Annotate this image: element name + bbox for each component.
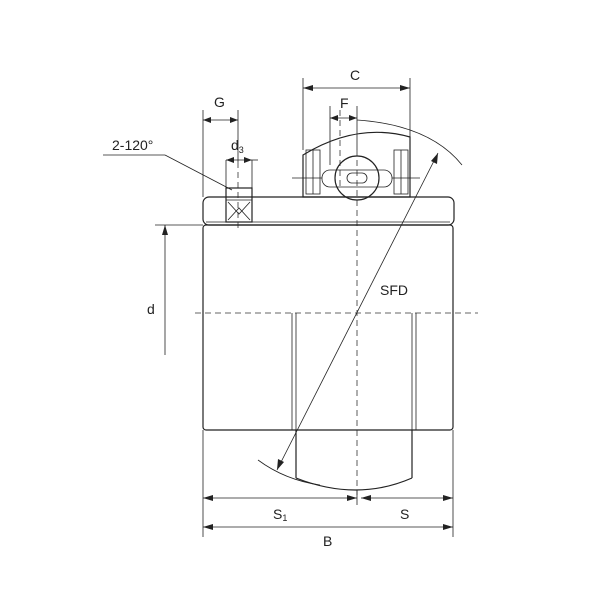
label-b: B	[323, 533, 332, 549]
set-screw	[225, 160, 253, 223]
outer-ring-crown	[302, 131, 411, 198]
set-screw-body	[225, 187, 253, 223]
dimension-g: G	[202, 94, 239, 197]
inner-ring-body	[202, 224, 454, 431]
center-lines	[195, 110, 478, 495]
label-set-screw: 2-120°	[112, 137, 153, 153]
sfd-arc-top	[356, 119, 463, 166]
label-f: F	[340, 95, 349, 111]
outer-band	[202, 196, 455, 226]
set-screw-point	[227, 201, 251, 215]
ball	[334, 155, 380, 201]
label-c: C	[350, 67, 360, 83]
outer-ring-band	[202, 196, 455, 226]
cage	[321, 169, 393, 188]
label-d3: d3	[231, 137, 244, 155]
set-screw-callout: 2-120°	[103, 137, 233, 191]
lube-groove	[346, 172, 368, 184]
outer-ring-section	[292, 131, 420, 201]
dimension-d: d	[147, 224, 203, 355]
set-screw-point-2	[227, 207, 251, 221]
dimension-sfd: SFD	[257, 119, 463, 486]
spherical-bottom-arc	[295, 477, 413, 491]
dimension-c: C	[302, 67, 411, 150]
dimension-bottom: S1 S B	[202, 430, 454, 549]
sfd-arc-bottom	[257, 459, 321, 486]
label-d: d	[147, 301, 155, 317]
dimension-d3: d3	[226, 137, 258, 163]
label-s: S	[400, 506, 409, 522]
label-s1: S1	[273, 506, 287, 523]
dimension-f: F	[329, 95, 358, 165]
label-sfd: SFD	[380, 282, 408, 298]
inner-ring	[202, 224, 454, 431]
label-g: G	[214, 94, 225, 110]
